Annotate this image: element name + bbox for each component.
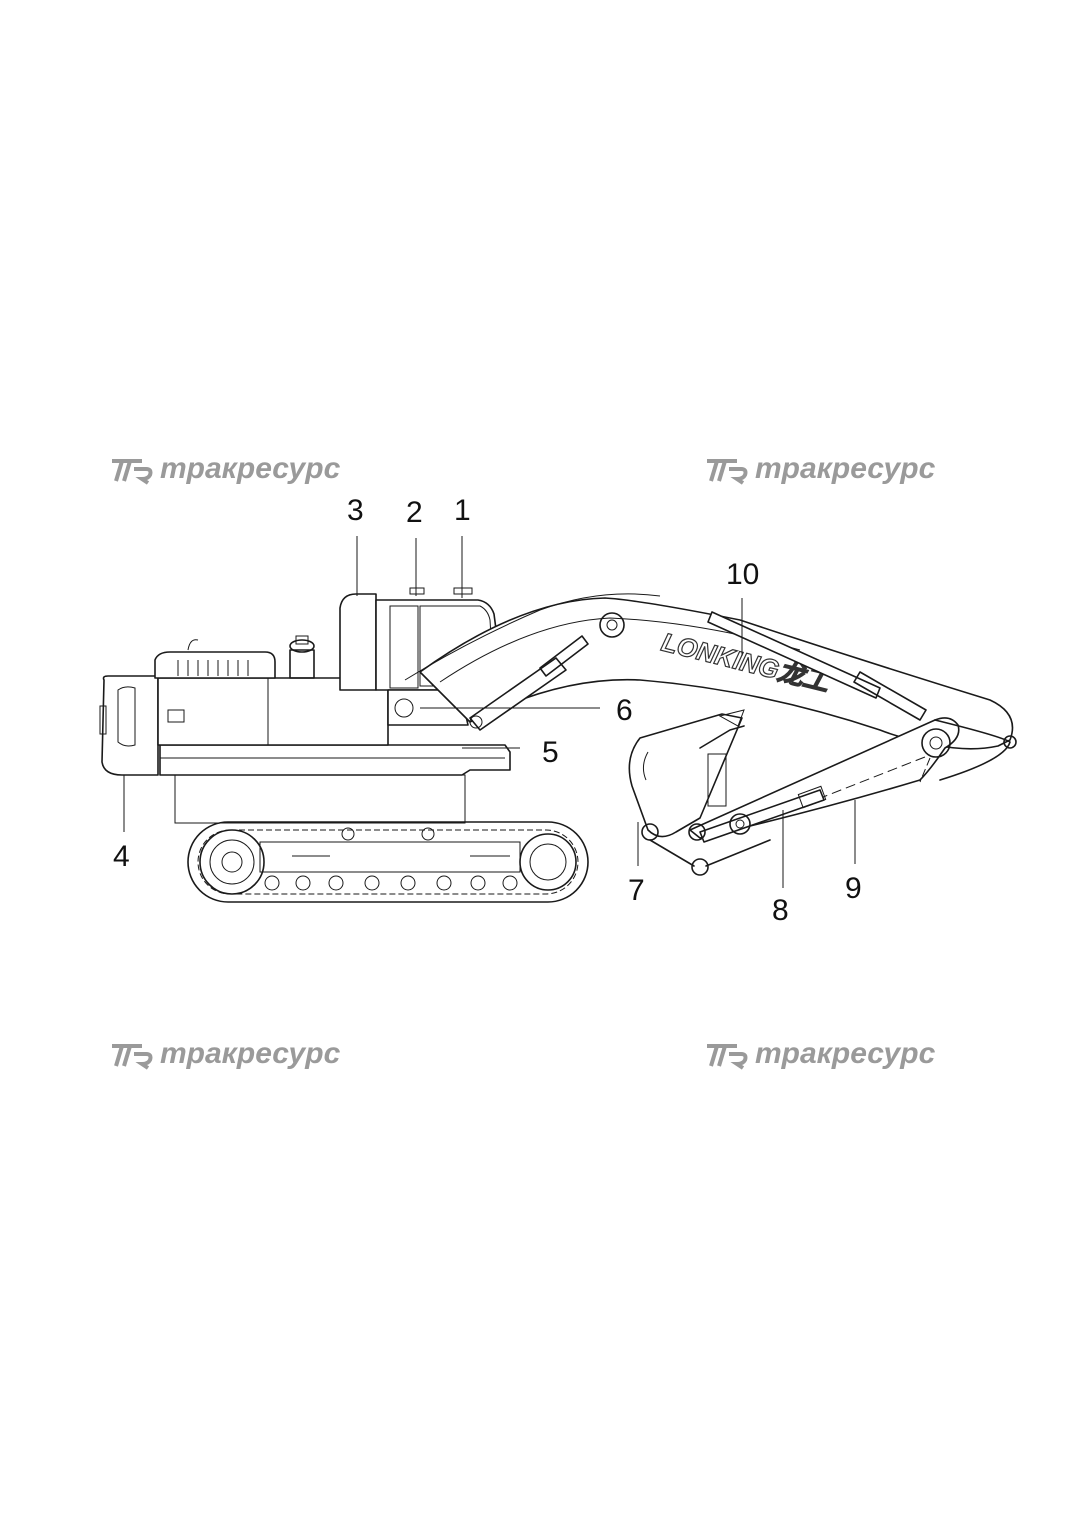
watermark-text: тракресурс [160, 1037, 341, 1070]
callout-9: 9 [845, 872, 862, 905]
upper-frame [159, 744, 511, 824]
arm-cylinder [707, 611, 927, 721]
watermark-text: тракресурс [755, 452, 936, 485]
watermark-top-right: тракресурс [707, 452, 936, 485]
callout-7: 7 [628, 874, 645, 907]
callout-2: 2 [406, 496, 423, 529]
watermark-bottom-left: тракресурс [112, 1037, 341, 1070]
tr-logo-icon [112, 1044, 153, 1070]
leader-lines [123, 536, 856, 888]
counterweight [99, 675, 159, 776]
boom-cylinder [469, 635, 589, 731]
callout-5: 5 [542, 736, 559, 769]
excavator-drawing: LONKING龙工 [99, 494, 1017, 927]
watermark-text: тракресурс [160, 452, 341, 485]
callout-6: 6 [616, 694, 633, 727]
callout-10: 10 [726, 558, 759, 591]
callout-1: 1 [454, 494, 471, 527]
arm [689, 717, 1017, 839]
tr-logo-icon [707, 459, 748, 485]
tr-logo-icon [707, 1044, 748, 1070]
watermark-text: тракресурс [755, 1037, 936, 1070]
hydraulic-line [404, 593, 661, 681]
callout-4: 4 [113, 840, 130, 873]
callout-numbers: 1 2 3 4 5 6 7 8 9 10 [113, 494, 862, 927]
callout-8: 8 [772, 894, 789, 927]
watermark-bottom-right: тракресурс [707, 1037, 936, 1070]
bucket [628, 709, 771, 876]
track-assembly [187, 821, 589, 903]
tr-logo-icon [112, 459, 153, 485]
watermark-top-left: тракресурс [112, 452, 341, 485]
callout-3: 3 [347, 494, 364, 527]
bucket-cylinder [699, 785, 827, 843]
